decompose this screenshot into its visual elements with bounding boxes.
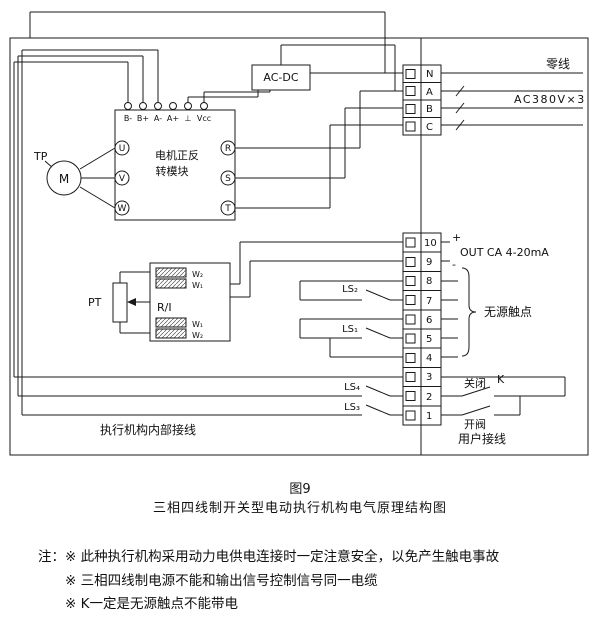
module-title-line1: 电机正反 xyxy=(155,148,199,162)
terminal-w-label: W xyxy=(118,204,127,214)
module-title-line2: 转模块 xyxy=(156,164,189,178)
note-line-3: ※ K一定是无源触点不能带电 xyxy=(65,596,238,612)
pt-potentiometer-symbol xyxy=(112,282,128,323)
passive-contacts-brace xyxy=(461,267,477,357)
pt-wiper-arrow xyxy=(127,298,136,306)
terminal-v-label: V xyxy=(119,174,126,184)
motor-lead-u xyxy=(79,147,116,170)
phase-tick xyxy=(455,85,465,97)
module-terminal-s xyxy=(220,170,236,186)
component-terminals xyxy=(46,102,236,216)
figure-title: 三相四线制开关型电动执行机构电气原理结构图 xyxy=(152,501,447,516)
terminal-t-label: T xyxy=(224,204,231,214)
terminal-2: 2 xyxy=(426,392,432,403)
terminal-9: 9 xyxy=(426,257,432,268)
w-terminal-label: W₁ xyxy=(192,320,203,329)
terminal-a: A xyxy=(426,87,433,98)
module-top-terminal-label: B- xyxy=(124,114,132,123)
acdc-label: AC-DC xyxy=(263,71,298,84)
enclosure-frame xyxy=(9,37,589,456)
terminal-4: 4 xyxy=(426,353,432,364)
module-terminal-v xyxy=(114,170,130,186)
terminal-r-label: R xyxy=(225,144,231,154)
component-boxes xyxy=(112,64,311,342)
pt-label: PT xyxy=(88,296,102,309)
ri-label: R/I xyxy=(157,301,172,314)
w-terminal-label: W₁ xyxy=(192,281,203,290)
output-plus-sign: + xyxy=(452,231,461,244)
module-terminal-w xyxy=(114,200,130,216)
note-line-2: ※ 三相四线制电源不能和输出信号控制信号同一电缆 xyxy=(65,572,378,589)
k-close-contact-blade xyxy=(461,386,491,397)
w-terminal-label: W₂ xyxy=(192,270,203,279)
terminal-3: 3 xyxy=(426,372,432,383)
wire-network xyxy=(9,11,589,456)
terminal-c: C xyxy=(426,122,433,133)
motor-label: M xyxy=(59,172,69,186)
user-wiring-label: 用户接线 xyxy=(458,431,506,446)
phase-tick xyxy=(455,119,465,131)
tp-label: TP xyxy=(33,150,48,163)
internal-wiring-label: 执行机构内部接线 xyxy=(100,422,196,437)
acdc-converter-box xyxy=(251,64,311,91)
terminal-b: B xyxy=(426,104,433,115)
switch-blades-and-marks xyxy=(44,85,491,416)
note-line-1: 注：※ 此种执行机构采用动力电供电连接时一定注意安全，以免产生触电事故 xyxy=(38,549,578,565)
motor-reversing-module-box xyxy=(114,109,236,221)
terminal-6: 6 xyxy=(426,315,432,326)
module-top-terminal-label: ⊥ xyxy=(185,114,192,123)
ls4-switch-blade xyxy=(365,385,391,397)
k-open-contact-blade xyxy=(461,405,491,416)
motor-lead-w xyxy=(79,186,116,209)
motor-circle xyxy=(46,160,82,196)
ls1-label: LS₁ xyxy=(342,324,358,335)
w-terminal-label: W₂ xyxy=(192,331,203,340)
terminal-5: 5 xyxy=(426,334,432,345)
terminal-1: 1 xyxy=(426,411,432,422)
passive-contacts-label: 无源触点 xyxy=(484,305,532,319)
terminal-screw-squares xyxy=(405,68,416,421)
ls3-label: LS₃ xyxy=(344,402,360,413)
output-signal-label: OUT CA 4-20mA xyxy=(460,246,549,259)
ls2-switch-blade xyxy=(365,289,391,301)
terminal-s-label: S xyxy=(225,174,231,184)
notes-block: 注：※ 此种执行机构采用动力电供电连接时一定注意安全，以免产生触电事故 ※ 三相… xyxy=(38,549,578,622)
notes-prefix: 注： xyxy=(38,549,65,565)
terminal-8: 8 xyxy=(426,276,432,287)
phase-tick xyxy=(455,102,465,114)
module-terminal-r xyxy=(220,140,236,156)
module-top-terminal-label: B+ xyxy=(137,114,149,123)
figure-number: 图9 xyxy=(289,482,311,497)
module-terminal-t xyxy=(220,200,236,216)
module-top-terminal-label: Vcc xyxy=(197,114,211,123)
neutral-line-label: 零线 xyxy=(546,57,570,71)
note-item: ※ 此种执行机构采用动力电供电连接时一定注意安全，以免产生触电事故 xyxy=(65,549,500,565)
open-valve-label: 开阀 xyxy=(464,417,486,431)
k-contact-label: K xyxy=(497,373,505,386)
ls1-switch-blade xyxy=(365,327,391,339)
module-top-terminal-label: A+ xyxy=(167,114,179,123)
ls3-switch-blade xyxy=(365,404,391,416)
phase-power-label: AC380V×3 xyxy=(514,93,586,106)
terminal-7: 7 xyxy=(426,296,432,307)
module-top-terminal-label: A- xyxy=(154,114,162,123)
terminal-10: 10 xyxy=(424,238,437,249)
terminal-u-label: U xyxy=(119,144,126,154)
terminal-n: N xyxy=(426,69,433,80)
module-terminal-u xyxy=(114,140,130,156)
wiring-diagram: 零线 AC380V×3 AC-DC TP M 电机正反 转模块 B- B+ A-… xyxy=(9,11,589,456)
output-minus-sign: - xyxy=(452,258,456,271)
ls2-label: LS₂ xyxy=(342,284,358,295)
close-valve-label: 关闭 xyxy=(464,376,486,390)
ls4-label: LS₄ xyxy=(344,382,360,393)
